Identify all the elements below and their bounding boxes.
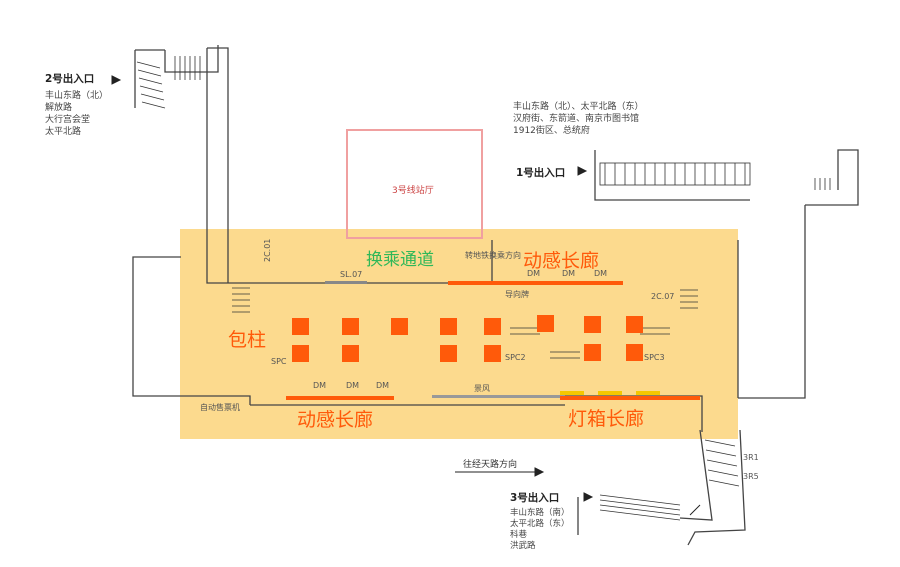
arrow-right-icon xyxy=(534,467,545,477)
sl-bar xyxy=(325,281,367,284)
pillar-wrap xyxy=(292,345,309,362)
pillar-wrap xyxy=(484,318,501,335)
pillar-wrap xyxy=(626,316,643,333)
exit2-destinations: 丰山东路（北） 解放路 大行宫会堂 太平北路 xyxy=(45,90,108,138)
exit3-title: 3号出入口 xyxy=(510,492,560,504)
dm-label: DM xyxy=(376,381,390,390)
exit2-title: 2号出入口 xyxy=(45,73,95,85)
cu-left-label: 2C.01 xyxy=(263,238,272,262)
exit3-dest-line: 丰山东路（南） xyxy=(510,508,570,518)
dm-label: DM xyxy=(346,381,360,390)
escalators xyxy=(136,56,831,521)
exit2-dest-line: 大行宫会堂 xyxy=(45,115,91,125)
spc-label: SPC2 xyxy=(505,353,526,362)
exit3-destinations: 丰山东路（南） 太平北路（东） 科巷 洪武路 xyxy=(510,508,570,552)
exit1-destinations: 丰山东路（北）、太平北路（东） 汉府街、东箭道、南京市图书馆 1912街区、总统… xyxy=(513,101,644,137)
guide-label: 导向牌 xyxy=(505,290,529,299)
exit-direction-label: 往经天路方向 xyxy=(463,460,518,470)
ticket-machine-label: 自动售票机 xyxy=(200,403,240,412)
corridor-bottom-label: 动感长廊 xyxy=(297,409,374,431)
arrow-exit1-icon xyxy=(577,166,588,176)
exit1-dest-line: 汉府街、东箭道、南京市图书馆 xyxy=(513,114,640,124)
dm-label: DM xyxy=(527,269,541,278)
lightbox-corridor-label: 灯箱长廊 xyxy=(568,408,645,430)
pillar-wrap xyxy=(391,318,408,335)
exit2-dest-line: 丰山东路（北） xyxy=(45,91,109,101)
spc-label: SPC xyxy=(271,357,287,366)
dm-label: DM xyxy=(562,269,576,278)
wind-label: 景风 xyxy=(474,384,490,393)
lightbox-bar-1 xyxy=(560,391,584,395)
pillar-wrap xyxy=(584,344,601,361)
pillar-wrap xyxy=(537,315,554,332)
exit1-dest-line: 丰山东路（北）、太平北路（东） xyxy=(513,102,644,112)
pillar-wrap xyxy=(440,345,457,362)
exit2-dest-line: 解放路 xyxy=(45,103,73,113)
arrow-exit3-icon xyxy=(583,492,594,502)
corridor-top-label: 动感长廊 xyxy=(523,250,600,272)
lightbox-bar-3 xyxy=(636,391,660,395)
direction-arrows xyxy=(111,75,701,516)
pillar-wrap xyxy=(292,318,309,335)
exit3-dest-line: 科巷 xyxy=(510,530,528,540)
platform-stairs xyxy=(232,287,698,359)
pillars xyxy=(292,315,643,362)
corridor-top-bar xyxy=(448,281,623,285)
exit1-title: 1号出入口 xyxy=(516,167,566,179)
escalator-exit2 xyxy=(136,56,201,109)
pillar-wrap xyxy=(440,318,457,335)
spc-label: SPC3 xyxy=(644,353,665,362)
exit2-dest-line: 太平北路 xyxy=(45,127,82,137)
pillar-wrap xyxy=(626,344,643,361)
corridor-bottom-bar xyxy=(286,396,394,400)
pillar-wrap xyxy=(342,345,359,362)
transfer-zone-label: 换乘通道 xyxy=(366,250,434,270)
lightbox-bar-base xyxy=(560,396,700,400)
dm-label: DM xyxy=(594,269,608,278)
exit1-dest-line: 1912街区、总统府 xyxy=(513,126,590,136)
exit3-dest-line: 洪武路 xyxy=(510,541,536,551)
stair-code-label: 3R5 xyxy=(743,472,759,481)
line3-hall-box xyxy=(346,129,483,239)
escalator-exit3 xyxy=(599,439,740,521)
escalator-exit1 xyxy=(599,162,831,190)
transfer-direction-label: 转地铁换乘方向 xyxy=(465,251,521,260)
arrow-exit2-icon xyxy=(111,75,122,85)
exit3-dest-line: 太平北路（东） xyxy=(510,519,570,529)
line3-hall-label: 3号线站厅 xyxy=(392,186,434,196)
cu-right-label: 2C.07 xyxy=(651,292,675,301)
dm-label: DM xyxy=(313,381,327,390)
pillar-wrap xyxy=(584,316,601,333)
sl-label: SL.07 xyxy=(340,270,363,279)
pillar-wrap xyxy=(342,318,359,335)
stair-code-label: 3R1 xyxy=(743,453,759,462)
guide-bar xyxy=(432,395,565,398)
lightbox-bar-2 xyxy=(598,391,622,395)
pillar-wrap-label: 包柱 xyxy=(228,329,267,351)
pillar-wrap xyxy=(484,345,501,362)
